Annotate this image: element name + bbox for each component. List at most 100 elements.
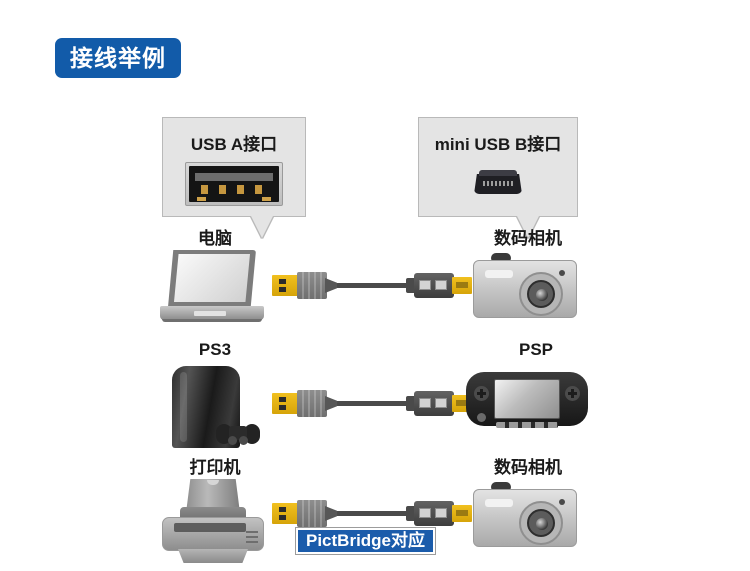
device-label-printer: 打印机 [189,458,241,477]
usb-a-plug-rib [314,390,316,417]
inkjet-printer-icon [160,479,266,565]
usb-a-plug-strain-relief [325,396,337,411]
usb-a-plug-hood [297,390,327,417]
callout-usb-a-label: USB A接口 [190,135,278,154]
usb-a-plug-rib [302,500,304,527]
laptop-foot [162,319,262,322]
usb-a-port-bar [195,173,273,181]
mini-usb-plug-slot [456,510,468,516]
printer-output-tray [178,549,248,563]
mini-usb-b-port-icon [474,170,522,196]
usb-a-plug-rib [308,500,310,527]
usb-a-plug-tip [272,503,298,524]
printer-vent [246,536,258,538]
usb-a-plug-rib [320,272,322,299]
printer-tray-notch [207,480,219,485]
printer-vent [246,531,258,533]
camera-flash [485,270,513,278]
printer-output-slot [174,523,246,532]
mini-usb-plug-slot [456,282,468,288]
laptop-trackpad [194,311,226,316]
usb-a-plug-rib [302,272,304,299]
camera-led [559,499,565,505]
usb-a-plug-hood [297,500,327,527]
camera-lens [519,272,563,316]
usb-a-plug-contact [279,405,286,410]
callout-mini-usb-b: mini USB B接口 [418,117,578,238]
camera-led [559,270,565,276]
usb-a-port-foot [262,197,271,201]
usb-a-plug-contact [279,515,286,520]
mini-usb-plug-strain-relief [406,506,416,521]
mini-usb-plug-tip [452,277,472,294]
usb-a-plug-rib [302,390,304,417]
callout-mini-usb-b-label: mini USB B接口 [434,135,562,154]
mini-usb-plug-window [419,280,431,290]
usb-a-plug-rib [308,272,310,299]
usb-a-plug-rib [320,390,322,417]
ps3-controller-stick [228,436,237,445]
usb-a-port-pin [237,185,244,194]
usb-a-plug-contact [279,287,286,292]
camera-shutter-button [491,482,511,492]
mini-usb-plug-window [419,398,431,408]
usb-a-port-pin [219,185,226,194]
pictbridge-badge-label: PictBridge对应 [306,530,426,550]
psp-analog-stick [477,413,486,422]
usb-a-plug-strain-relief [325,506,337,521]
page-title-badge: 接线举例 [55,38,181,78]
ps3-console-icon [164,366,260,450]
usb-a-port-foot [197,197,206,201]
usb-a-to-mini-usb-cable-icon [272,493,472,533]
usb-a-port-inner [189,166,279,202]
mini-usb-plug-window [419,508,431,518]
device-label-camera-2: 数码相机 [494,458,562,477]
camera-flash [485,499,513,507]
callout-mini-usb-b-tail [517,216,539,238]
printer-vent [246,541,258,543]
usb-a-plug-contact [279,507,286,512]
usb-a-port-pin [255,185,262,194]
compact-camera-icon [473,479,577,551]
mini-usb-plug-window [435,280,447,290]
usb-a-plug-tip [272,393,298,414]
device-label-ps3: PS3 [198,340,232,359]
callout-usb-a: USB A接口 [162,117,306,238]
mini-usb-plug-window [435,398,447,408]
mini-usb-plug-body [414,501,454,526]
usb-a-plug-contact [279,397,286,402]
psp-face-buttons [565,386,580,401]
ps3-controller-grip [244,424,260,444]
pictbridge-badge: PictBridge对应 [294,527,437,555]
compact-camera-icon [473,250,577,322]
usb-a-plug-hood [297,272,327,299]
ps3-gloss [180,372,187,442]
ps3-controller [216,422,260,446]
device-label-laptop: 电脑 [198,229,232,248]
mini-usb-b-port-pins [483,181,513,186]
mini-usb-plug-strain-relief [406,396,416,411]
mini-usb-plug-window [435,508,447,518]
mini-usb-b-port-lip [479,170,517,176]
mini-usb-plug-body [414,273,454,298]
mini-usb-plug-strain-relief [406,278,416,293]
mini-usb-plug-slot [456,400,468,406]
device-label-psp: PSP [518,340,554,359]
mini-usb-plug-body [414,391,454,416]
camera-lens [519,501,563,545]
cable-wire [330,283,414,288]
usb-a-plug-rib [308,390,310,417]
ps3-controller-stick [239,436,248,445]
usb-a-female-port-icon [185,162,283,206]
mini-usb-plug-tip [452,505,472,522]
usb-a-port-pin [201,185,208,194]
psp-dpad [474,386,489,401]
psp-handheld-icon [466,370,588,430]
psp-bottom-strip [496,422,558,428]
usb-a-plug-tip [272,275,298,296]
usb-a-to-mini-usb-cable-icon [272,383,472,423]
usb-a-plug-rib [314,500,316,527]
laptop-icon [160,250,264,322]
laptop-screen [174,254,250,302]
device-label-camera-1: 数码相机 [494,229,562,248]
